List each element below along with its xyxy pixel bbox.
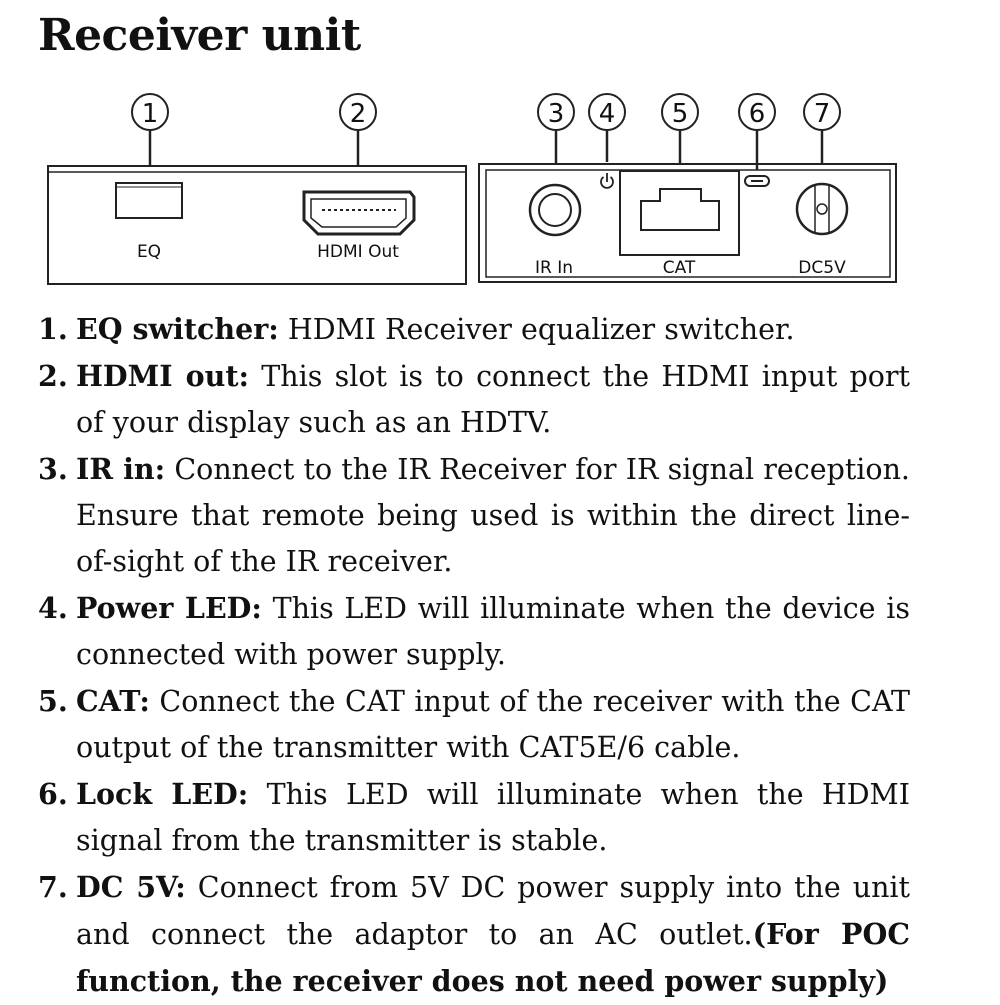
item-text: This slot is to connect the HDMI input p… <box>76 360 910 439</box>
ir-in-jack-icon <box>528 183 582 237</box>
page-title: Receiver unit <box>38 10 361 61</box>
callout-number: 1 <box>142 99 159 129</box>
item-label: DC 5V: <box>76 870 186 904</box>
list-item-cat: 5.CAT: Connect the CAT input of the rece… <box>38 678 910 771</box>
callout-4: 4 <box>588 93 626 131</box>
item-text: Connect from 5V DC power supply into the… <box>76 871 910 951</box>
callout-number: 7 <box>814 99 831 129</box>
item-label: IR in: <box>76 452 166 486</box>
item-label: Lock LED: <box>76 777 249 811</box>
receiver-panel-diagram: EQ HDMI Out IR In CAT DC5V <box>47 93 897 285</box>
item-number: 6. <box>38 777 68 811</box>
callout-number: 4 <box>599 99 616 129</box>
dc-power-jack-icon <box>795 182 849 236</box>
list-item-power-led: 4.Power LED: This LED will illuminate wh… <box>38 585 910 678</box>
callout-number: 6 <box>749 99 766 129</box>
item-text: Connect to the IR Receiver for IR signal… <box>76 453 910 578</box>
item-text: HDMI Receiver equalizer switcher. <box>278 313 795 346</box>
item-text: Connect the CAT input of the receiver wi… <box>76 685 910 764</box>
eq-label: EQ <box>137 242 161 262</box>
callout-5: 5 <box>661 93 699 131</box>
item-number: 5. <box>38 684 68 718</box>
ir-in-label: IR In <box>535 258 573 278</box>
item-number: 2. <box>38 359 68 393</box>
list-item-eq-switcher: 1.EQ switcher: HDMI Receiver equalizer s… <box>38 306 910 353</box>
list-item-ir-in: 3.IR in: Connect to the IR Receiver for … <box>38 446 910 585</box>
callout-2: 2 <box>339 93 377 131</box>
list-item-hdmi-out: 2.HDMI out: This slot is to connect the … <box>38 353 910 446</box>
list-item-dc-5v: 7.DC 5V: Connect from 5V DC power supply… <box>38 864 910 1005</box>
power-icon <box>600 173 614 189</box>
hdmi-out-label: HDMI Out <box>317 242 399 262</box>
callout-6: 6 <box>738 93 776 131</box>
callout-leaders <box>148 129 824 170</box>
cat-port-icon <box>619 170 740 256</box>
callout-1: 1 <box>131 93 169 131</box>
list-item-lock-led: 6.Lock LED: This LED will illuminate whe… <box>38 771 910 864</box>
left-panel <box>47 165 467 285</box>
item-label: Power LED: <box>76 591 262 625</box>
item-bold-note: (For POC function, the receiver does not… <box>76 917 911 998</box>
callout-7: 7 <box>803 93 841 131</box>
item-text: This LED will illuminate when the HDMI s… <box>76 778 910 857</box>
item-number: 3. <box>38 452 68 486</box>
item-text: This LED will illuminate when the device… <box>76 592 910 671</box>
callout-number: 3 <box>548 99 565 129</box>
hdmi-port-icon <box>302 190 416 236</box>
port-description-list: 1.EQ switcher: HDMI Receiver equalizer s… <box>38 306 910 1005</box>
item-number: 4. <box>38 591 68 625</box>
lock-link-icon <box>744 175 770 187</box>
callout-number: 2 <box>350 99 367 129</box>
item-label: EQ switcher: <box>76 312 279 346</box>
eq-switch <box>115 182 183 219</box>
item-label: CAT: <box>76 684 150 718</box>
item-number: 1. <box>38 312 68 346</box>
callout-3: 3 <box>537 93 575 131</box>
cat-label: CAT <box>663 258 696 278</box>
dc5v-label: DC5V <box>798 258 846 278</box>
item-label: HDMI out: <box>76 359 250 393</box>
callout-number: 5 <box>672 99 689 129</box>
item-number: 7. <box>38 870 68 904</box>
